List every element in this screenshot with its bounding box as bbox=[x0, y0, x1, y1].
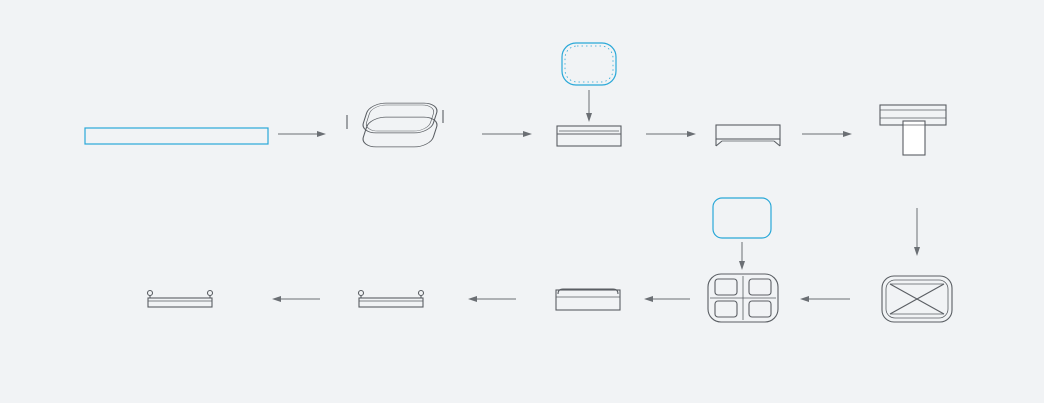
curled-frame-icon bbox=[555, 288, 621, 311]
flanged-frame-icon bbox=[715, 124, 781, 147]
arrow-flat-strip-to-formed-ring bbox=[278, 131, 326, 137]
frame-insert-icon bbox=[556, 125, 622, 147]
arrow-flanged-to-press bbox=[802, 131, 852, 137]
arrow-curled-to-handle bbox=[468, 296, 516, 302]
cross-braced-icon bbox=[881, 275, 953, 323]
press-icon bbox=[879, 104, 947, 156]
arrow-cross-braced-to-divided bbox=[800, 296, 850, 302]
finished-tray-icon bbox=[146, 289, 214, 308]
formed-ring-icon bbox=[346, 102, 444, 148]
arrow-formed-ring-to-frame bbox=[482, 131, 532, 137]
arrow-frame-to-flanged bbox=[646, 131, 696, 137]
arrow-divided-to-curled bbox=[644, 296, 690, 302]
arrow-panel-to-divided bbox=[739, 242, 745, 270]
arrow-handle-to-finished bbox=[272, 296, 320, 302]
arrow-press-to-cross-braced bbox=[914, 208, 920, 256]
rounded-plate-icon bbox=[561, 42, 617, 86]
arrow-plate-to-frame bbox=[586, 90, 592, 122]
handle-frame-icon bbox=[357, 289, 425, 308]
panel-plate-icon bbox=[712, 197, 772, 239]
divided-frame-icon bbox=[707, 273, 779, 323]
flat-strip-icon bbox=[84, 127, 269, 145]
